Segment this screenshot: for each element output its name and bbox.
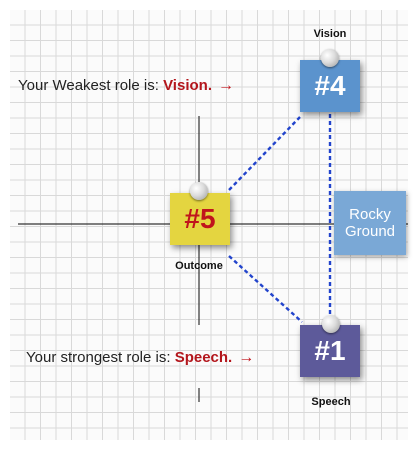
connector-outcome-speech [228, 255, 303, 323]
outcome-label: Outcome [175, 260, 223, 272]
arrow-right-icon: → [217, 77, 234, 94]
pin-icon [322, 315, 340, 333]
weakest-role-caption: Your Weakest role is: Vision. → [18, 77, 234, 95]
strongest-role-caption: Your strongest role is: Speech. → [26, 349, 254, 367]
pin-icon [190, 182, 208, 200]
weakest-role: Vision. [163, 77, 212, 94]
strongest-prefix: Your strongest role is: [26, 349, 175, 366]
vision-label: Vision [313, 28, 347, 40]
vision-number: #4 [314, 70, 346, 101]
speech-label: Speech [311, 396, 351, 408]
pin-icon [321, 49, 339, 67]
connector-outcome-vision [228, 116, 301, 191]
rocky-ground-line2: Ground [344, 223, 396, 240]
weakest-prefix: Your Weakest role is: [18, 77, 164, 94]
outcome-number: #5 [184, 203, 216, 234]
speech-number: #1 [314, 335, 346, 366]
arrow-right-icon: → [238, 349, 255, 366]
speech-note: #1 [300, 325, 360, 377]
rocky-ground-line1: Rocky [349, 206, 391, 223]
rocky-ground-box: Rocky Ground [334, 191, 406, 255]
vision-note: #4 [300, 60, 360, 112]
strongest-role: Speech. [174, 349, 233, 366]
outcome-note: #5 [170, 193, 230, 245]
